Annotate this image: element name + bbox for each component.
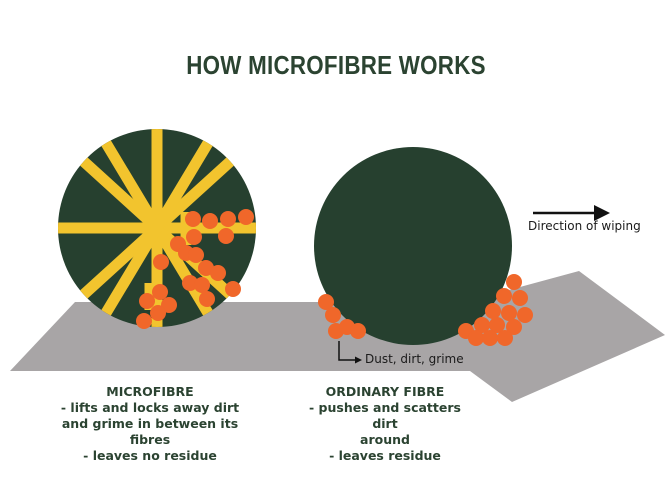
- caption-line: around: [300, 432, 470, 448]
- caption-line: - leaves no residue: [40, 448, 260, 464]
- ordinary-fibre-circle: [314, 147, 512, 345]
- dirt-particle: [202, 213, 218, 229]
- ordinary-fibre-heading: ORDINARY FIBRE: [300, 384, 470, 400]
- dirt-particle: [185, 211, 201, 227]
- dirt-particle: [485, 303, 501, 319]
- dirt-particle: [506, 274, 522, 290]
- dirt-particle: [512, 290, 528, 306]
- dirt-particle: [153, 254, 169, 270]
- direction-label: Direction of wiping: [528, 219, 641, 233]
- caption-line: - lifts and locks away dirt: [40, 400, 260, 416]
- dust-label: Dust, dirt, grime: [365, 352, 464, 366]
- dirt-particle: [136, 313, 152, 329]
- dirt-particle: [497, 330, 513, 346]
- dirt-particle: [150, 305, 166, 321]
- dirt-particle: [482, 330, 498, 346]
- dirt-particle: [199, 291, 215, 307]
- dirt-particle: [325, 307, 341, 323]
- caption-line: - pushes and scatters dirt: [300, 400, 470, 432]
- dirt-particle: [220, 211, 236, 227]
- caption-line: fibres: [40, 432, 260, 448]
- dirt-particle: [218, 228, 234, 244]
- dirt-particle: [188, 247, 204, 263]
- caption-line: and grime in between its: [40, 416, 260, 432]
- dirt-particle: [238, 209, 254, 225]
- dirt-particle: [152, 284, 168, 300]
- caption-line: - leaves residue: [300, 448, 470, 464]
- microfibre-heading: MICROFIBRE: [40, 384, 260, 400]
- microfibre-caption: MICROFIBRE - lifts and locks away dirt a…: [40, 384, 260, 464]
- dirt-particle: [468, 330, 484, 346]
- dirt-particle: [194, 277, 210, 293]
- dirt-particle: [186, 229, 202, 245]
- dirt-particle: [350, 323, 366, 339]
- dirt-particle: [225, 281, 241, 297]
- dirt-particle: [496, 288, 512, 304]
- dirt-particle: [210, 265, 226, 281]
- dirt-particle: [517, 307, 533, 323]
- dirt-particle: [501, 305, 517, 321]
- dirt-particle: [139, 293, 155, 309]
- ordinary-fibre-caption: ORDINARY FIBRE - pushes and scatters dir…: [300, 384, 470, 464]
